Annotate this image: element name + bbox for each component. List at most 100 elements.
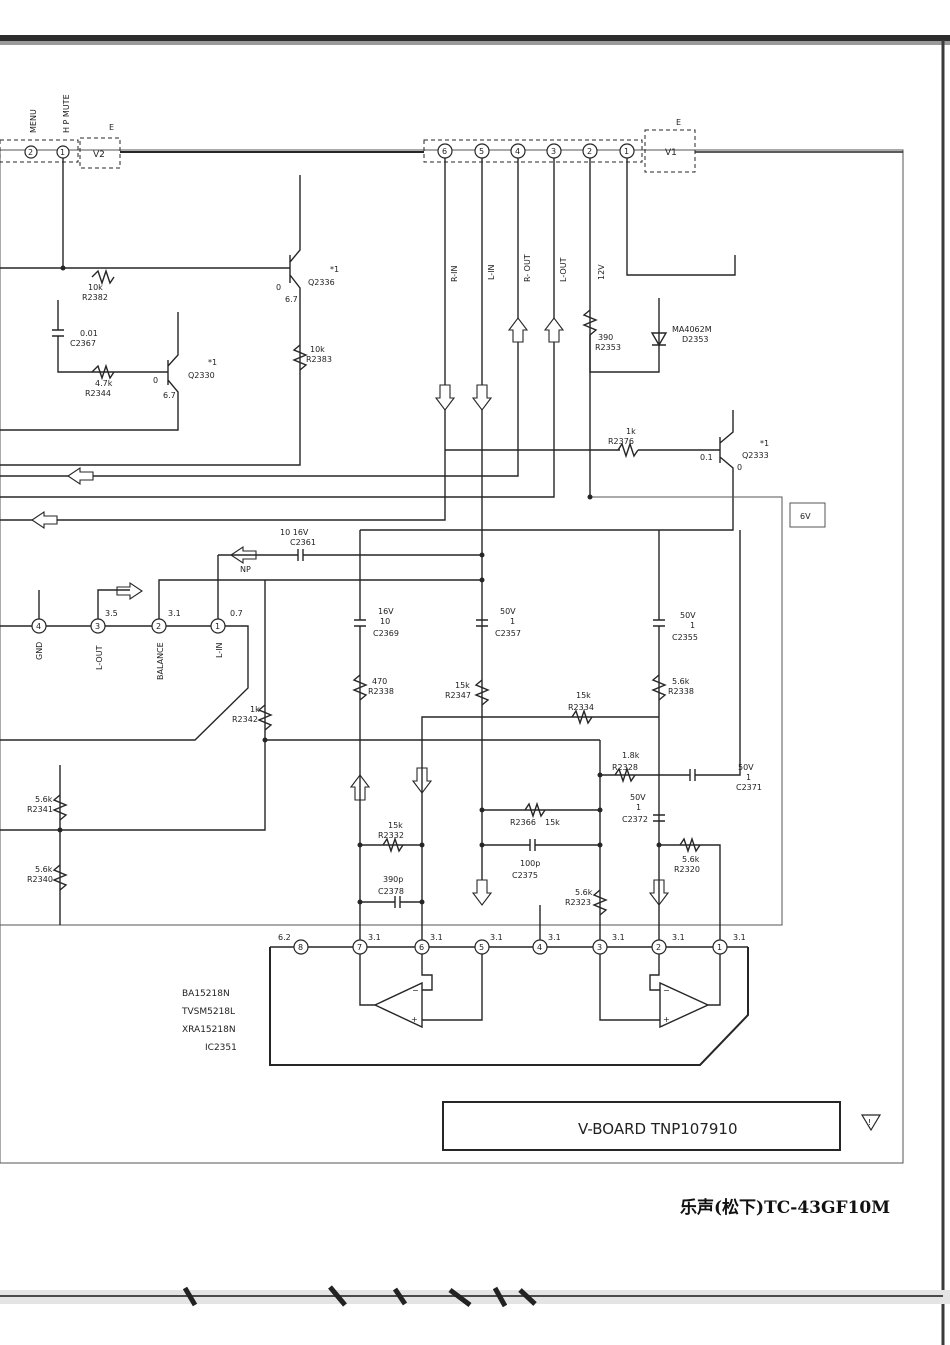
svg-text:C2367: C2367 xyxy=(70,339,96,348)
svg-text:3: 3 xyxy=(597,943,602,952)
svg-text:R2323: R2323 xyxy=(565,898,591,907)
svg-text:*1: *1 xyxy=(330,265,339,274)
footer-title: 乐声(松下)TC-43GF10M xyxy=(680,1197,890,1218)
ic-ref: IC2351 xyxy=(205,1043,237,1053)
svg-text:R2332: R2332 xyxy=(378,831,404,840)
svg-text:R2366: R2366 xyxy=(510,818,536,827)
svg-text:5: 5 xyxy=(479,147,484,156)
svg-text:5.6k: 5.6k xyxy=(35,865,53,874)
svg-text:TVSM5218L: TVSM5218L xyxy=(181,1007,235,1017)
svg-text:+: + xyxy=(663,1015,670,1024)
svg-text:BA15218N: BA15218N xyxy=(182,989,230,999)
connector-v2: V2 E 2 1 MENU H P MUTE xyxy=(0,94,121,169)
svg-text:100p: 100p xyxy=(520,859,540,868)
svg-text:C2372: C2372 xyxy=(622,815,648,824)
svg-text:15k: 15k xyxy=(576,691,591,700)
svg-text:5.6k: 5.6k xyxy=(682,855,700,864)
triangle-warning-icon xyxy=(860,1114,882,1132)
svg-text:0.1: 0.1 xyxy=(700,453,713,462)
svg-text:10 16V: 10 16V xyxy=(280,528,309,537)
svg-text:R2383: R2383 xyxy=(306,355,332,364)
svg-text:R2344: R2344 xyxy=(85,389,111,398)
svg-text:1: 1 xyxy=(746,773,751,782)
svg-text:C2369: C2369 xyxy=(373,629,399,638)
svg-text:3.1: 3.1 xyxy=(548,933,561,942)
ic2351: 8 7 6 5 4 3 2 1 6.2 3.1 3.1 3.1 3.1 3.1 … xyxy=(181,933,749,1066)
svg-text:6V: 6V xyxy=(800,512,811,521)
q2330-label: Q2330 xyxy=(188,371,215,380)
label-np: NP xyxy=(240,565,251,574)
svg-text:50V: 50V xyxy=(500,607,516,616)
svg-text:1: 1 xyxy=(690,621,695,630)
svg-text:2: 2 xyxy=(656,943,661,952)
svg-text:4.7k: 4.7k xyxy=(95,379,113,388)
svg-text:4: 4 xyxy=(537,943,542,952)
svg-text:1: 1 xyxy=(510,617,515,626)
board-name-box xyxy=(442,1101,841,1151)
svg-text:1: 1 xyxy=(215,622,220,631)
svg-text:R2353: R2353 xyxy=(595,343,621,352)
svg-text:5: 5 xyxy=(479,943,484,952)
svg-text:1: 1 xyxy=(717,943,722,952)
svg-text:L-OUT: L-OUT xyxy=(95,645,104,670)
svg-text:−: − xyxy=(663,986,670,995)
connector-v1-tag: E xyxy=(676,118,681,127)
svg-text:3: 3 xyxy=(95,622,100,631)
svg-text:4: 4 xyxy=(36,622,41,631)
svg-text:10k: 10k xyxy=(88,283,103,292)
q2333-label: Q2333 xyxy=(742,451,769,460)
svg-text:C2361: C2361 xyxy=(290,538,316,547)
svg-text:R2376: R2376 xyxy=(608,437,634,446)
svg-text:1: 1 xyxy=(624,147,629,156)
svg-text:3.1: 3.1 xyxy=(733,933,746,942)
connector-v1-name: V1 xyxy=(665,148,677,158)
svg-text:1: 1 xyxy=(60,148,65,157)
svg-text:R2342: R2342 xyxy=(232,715,258,724)
svg-text:5.6k: 5.6k xyxy=(672,677,690,686)
svg-text:4: 4 xyxy=(515,147,520,156)
svg-text:0: 0 xyxy=(153,376,158,385)
svg-text:*1: *1 xyxy=(208,358,217,367)
label-12v: 12V xyxy=(597,264,606,280)
svg-text:0: 0 xyxy=(276,283,281,292)
q2336-label: Q2336 xyxy=(308,278,335,287)
svg-text:C2355: C2355 xyxy=(672,633,698,642)
svg-text:1: 1 xyxy=(636,803,641,812)
d2353-part: MA4062M xyxy=(672,325,712,334)
svg-text:2: 2 xyxy=(156,622,161,631)
svg-text:R2382: R2382 xyxy=(82,293,108,302)
svg-text:!: ! xyxy=(868,1118,871,1127)
svg-text:R2341: R2341 xyxy=(27,805,53,814)
svg-text:L-IN: L-IN xyxy=(215,642,224,658)
svg-text:1k: 1k xyxy=(626,427,636,436)
svg-text:3.5: 3.5 xyxy=(105,609,118,618)
svg-text:8: 8 xyxy=(298,943,303,952)
svg-text:15k: 15k xyxy=(388,821,403,830)
svg-text:10: 10 xyxy=(380,617,390,626)
svg-text:−: − xyxy=(412,986,419,995)
svg-text:3.1: 3.1 xyxy=(672,933,685,942)
svg-text:C2357: C2357 xyxy=(495,629,521,638)
svg-text:50V: 50V xyxy=(738,763,754,772)
d2353-ref: D2353 xyxy=(682,335,709,344)
svg-text:6: 6 xyxy=(442,147,447,156)
board-name: V-BOARD TNP107910 xyxy=(578,1120,738,1138)
label-r-in: R-IN xyxy=(450,266,459,282)
svg-text:R2338: R2338 xyxy=(668,687,694,696)
svg-text:R2340: R2340 xyxy=(27,875,53,884)
label-hp-mute: H P MUTE xyxy=(62,94,71,133)
svg-text:*1: *1 xyxy=(760,439,769,448)
svg-text:5.6k: 5.6k xyxy=(35,795,53,804)
svg-text:R2320: R2320 xyxy=(674,865,700,874)
svg-text:3.1: 3.1 xyxy=(490,933,503,942)
svg-text:C2371: C2371 xyxy=(736,783,762,792)
svg-text:16V: 16V xyxy=(378,607,394,616)
svg-text:R2334: R2334 xyxy=(568,703,594,712)
svg-text:50V: 50V xyxy=(680,611,696,620)
scan-top-shadow xyxy=(0,35,950,41)
label-l-in: L-IN xyxy=(487,264,496,280)
svg-text:R2347: R2347 xyxy=(445,691,471,700)
label-menu: MENU xyxy=(29,109,38,133)
svg-text:+: + xyxy=(411,1015,418,1024)
svg-text:390p: 390p xyxy=(383,875,403,884)
